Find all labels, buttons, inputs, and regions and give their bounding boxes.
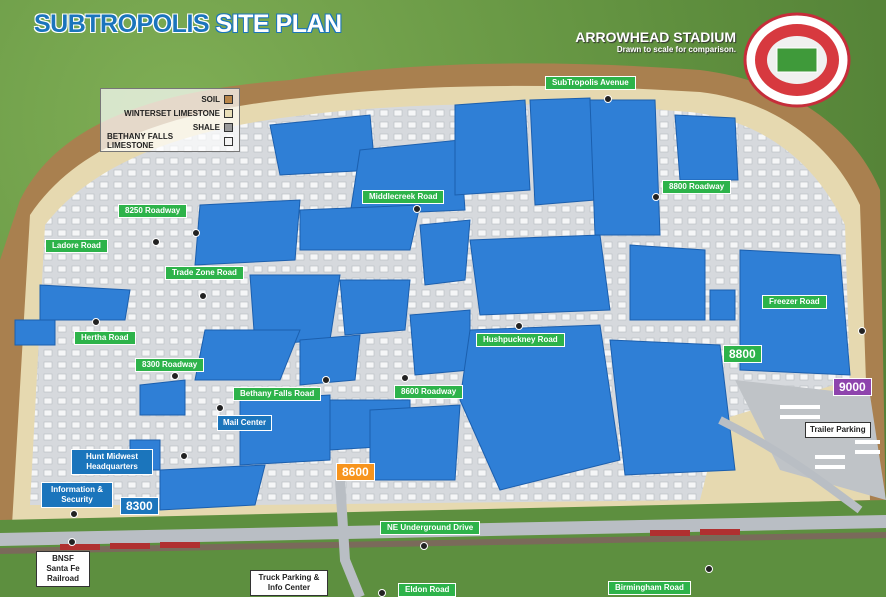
entrance-8800: 8800	[723, 345, 762, 363]
pin-marker	[515, 322, 523, 330]
exit-road	[718, 416, 863, 514]
pin-marker	[152, 238, 160, 246]
road-8300-roadway: 8300 Roadway	[135, 358, 205, 372]
map-title: SUBTROPOLIS SITE PLAN	[34, 10, 342, 39]
legend-label: SHALE	[192, 122, 220, 132]
road-middlecreek: Middlecreek Road	[362, 190, 445, 204]
pin-marker	[68, 538, 76, 546]
legend-swatch	[224, 136, 233, 146]
pin-marker	[171, 372, 179, 380]
stadium-title: ARROWHEAD STADIUM	[575, 29, 736, 45]
pin-marker	[401, 374, 409, 382]
legend-item-winterset: WINTERSET LIMESTONE	[107, 106, 233, 120]
entrance-8600: 8600	[336, 463, 375, 481]
pin-marker	[70, 510, 78, 518]
entrance-8300: 8300	[120, 497, 159, 515]
pin-marker	[92, 318, 100, 326]
road-birmingham: Birmingham Road	[608, 581, 691, 595]
legend-label: WINTERSET LIMESTONE	[124, 108, 220, 118]
rail-cars	[60, 529, 740, 550]
stadium-subtitle: Drawn to scale for comparison.	[616, 45, 736, 54]
pin-marker	[199, 292, 207, 300]
legend-swatch	[224, 122, 233, 132]
road-trade-zone: Trade Zone Road	[165, 266, 244, 280]
pin-marker	[413, 205, 421, 213]
title-subtropolis: SUBTROPOLIS	[34, 10, 210, 38]
title-site-plan: SITE PLAN	[215, 10, 343, 38]
legend-swatch	[224, 94, 233, 104]
pin-marker	[652, 193, 660, 201]
road-ne-underground: NE Underground Drive	[380, 521, 481, 535]
road-freezer: Freezer Road	[762, 295, 827, 309]
map-legend: SOIL WINTERSET LIMESTONE SHALE BETHANY F…	[100, 88, 240, 152]
legend-item-soil: SOIL	[107, 92, 233, 106]
stadium-icon	[743, 12, 851, 108]
place-truck-parking: Truck Parking & Info Center	[250, 570, 328, 596]
legend-item-shale: SHALE	[107, 120, 233, 134]
road-8600-roadway: 8600 Roadway	[394, 385, 464, 399]
pin-marker	[216, 404, 224, 412]
road-eldon: Eldon Road	[398, 583, 457, 597]
legend-label: BETHANY FALLS LIMESTONE	[107, 132, 174, 150]
trailer-lot-stripes	[780, 405, 880, 469]
place-bnsf-railroad: BNSF Santa Fe Railroad	[36, 551, 90, 587]
road-hushpuckney: Hushpuckney Road	[476, 333, 565, 347]
place-mail-center: Mail Center	[217, 415, 273, 431]
pin-marker	[322, 376, 330, 384]
legend-item-bethany: BETHANY FALLS LIMESTONE	[107, 132, 233, 150]
leased-spaces	[14, 97, 851, 511]
pin-marker	[420, 542, 428, 550]
pin-marker	[705, 565, 713, 573]
place-hunt-midwest: Hunt Midwest Headquarters	[71, 449, 153, 475]
road-bethany-falls: Bethany Falls Road	[233, 387, 322, 401]
road-ladore: Ladore Road	[45, 239, 108, 253]
place-information-security: Information & Security	[41, 482, 113, 508]
place-trailer-parking: Trailer Parking	[805, 422, 871, 438]
pin-marker	[180, 452, 188, 460]
legend-swatch	[224, 108, 233, 118]
pin-marker	[192, 229, 200, 237]
railroad-track	[0, 532, 886, 554]
pin-marker	[378, 589, 386, 597]
road-8800-roadway: 8800 Roadway	[662, 180, 732, 194]
road-8250-roadway: 8250 Roadway	[118, 204, 188, 218]
road-subtropolis-avenue: SubTropolis Avenue	[545, 76, 636, 90]
entrance-9000: 9000	[833, 378, 872, 396]
pin-marker	[858, 327, 866, 335]
access-road	[335, 479, 365, 597]
legend-label: SOIL	[201, 94, 220, 104]
road-hertha: Hertha Road	[74, 331, 136, 345]
pin-marker	[604, 95, 612, 103]
trailer-lot	[735, 380, 886, 500]
